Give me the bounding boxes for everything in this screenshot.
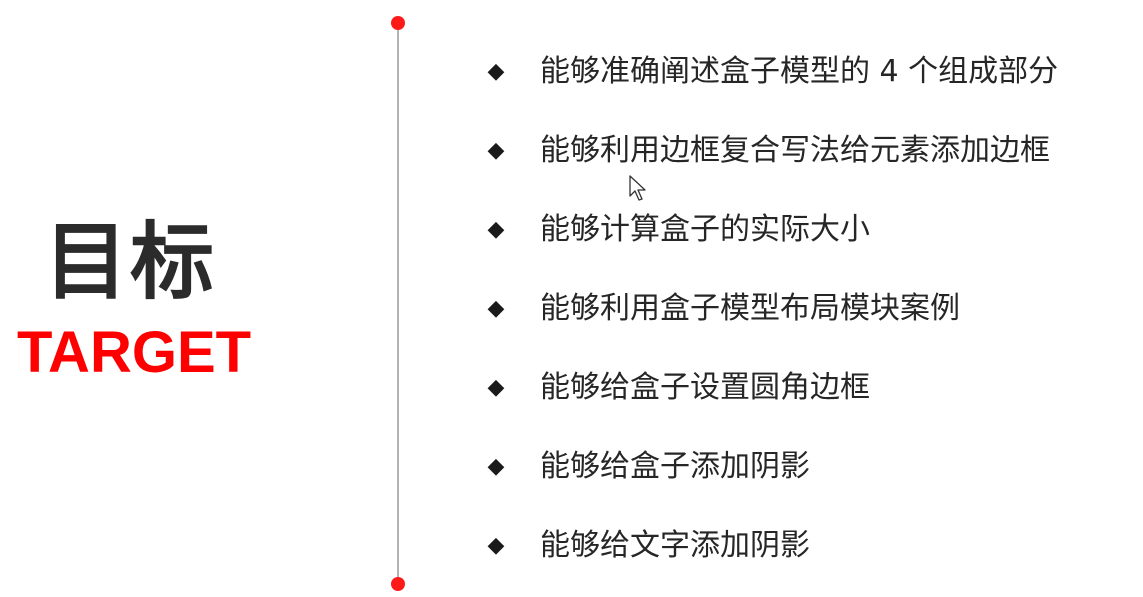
- goal-list: ◆ 能够准确阐述盒子模型的 4 个组成部分 ◆ 能够利用边框复合写法给元素添加边…: [486, 32, 1136, 585]
- list-item: ◆ 能够利用盒子模型布局模块案例: [486, 269, 1136, 348]
- timeline-line: [397, 24, 399, 583]
- diamond-bullet-icon: ◆: [487, 453, 505, 479]
- list-item: ◆ 能够利用边框复合写法给元素添加边框: [486, 111, 1136, 190]
- list-item: ◆ 能够给文字添加阴影: [486, 506, 1136, 585]
- diamond-bullet-icon: ◆: [487, 532, 505, 558]
- page-title: 目标: [43, 213, 216, 311]
- diamond-bullet-icon: ◆: [487, 295, 505, 321]
- timeline-dot-bottom: [391, 577, 405, 591]
- mouse-pointer-icon: [629, 175, 646, 201]
- timeline-dot-top: [391, 16, 405, 30]
- page-subtitle: TARGET: [16, 320, 252, 385]
- diamond-bullet-icon: ◆: [487, 137, 505, 163]
- goal-text: 能够利用边框复合写法给元素添加边框: [540, 132, 1050, 168]
- list-item: ◆ 能够给盒子设置圆角边框: [486, 348, 1136, 427]
- list-item: ◆ 能够计算盒子的实际大小: [486, 190, 1136, 269]
- goal-text: 能够准确阐述盒子模型的 4 个组成部分: [540, 53, 1059, 89]
- list-item: ◆ 能够给盒子添加阴影: [486, 427, 1136, 506]
- goal-text: 能够计算盒子的实际大小: [540, 211, 870, 247]
- goal-text: 能够给文字添加阴影: [540, 527, 810, 563]
- timeline-divider: [391, 16, 405, 591]
- goal-text: 能够利用盒子模型布局模块案例: [540, 290, 960, 326]
- heading-panel: 目标 TARGET: [0, 0, 270, 597]
- list-item: ◆ 能够准确阐述盒子模型的 4 个组成部分: [486, 32, 1136, 111]
- goal-text: 能够给盒子设置圆角边框: [540, 369, 870, 405]
- diamond-bullet-icon: ◆: [487, 58, 505, 84]
- goal-text: 能够给盒子添加阴影: [540, 448, 810, 484]
- diamond-bullet-icon: ◆: [487, 216, 505, 242]
- diamond-bullet-icon: ◆: [487, 374, 505, 400]
